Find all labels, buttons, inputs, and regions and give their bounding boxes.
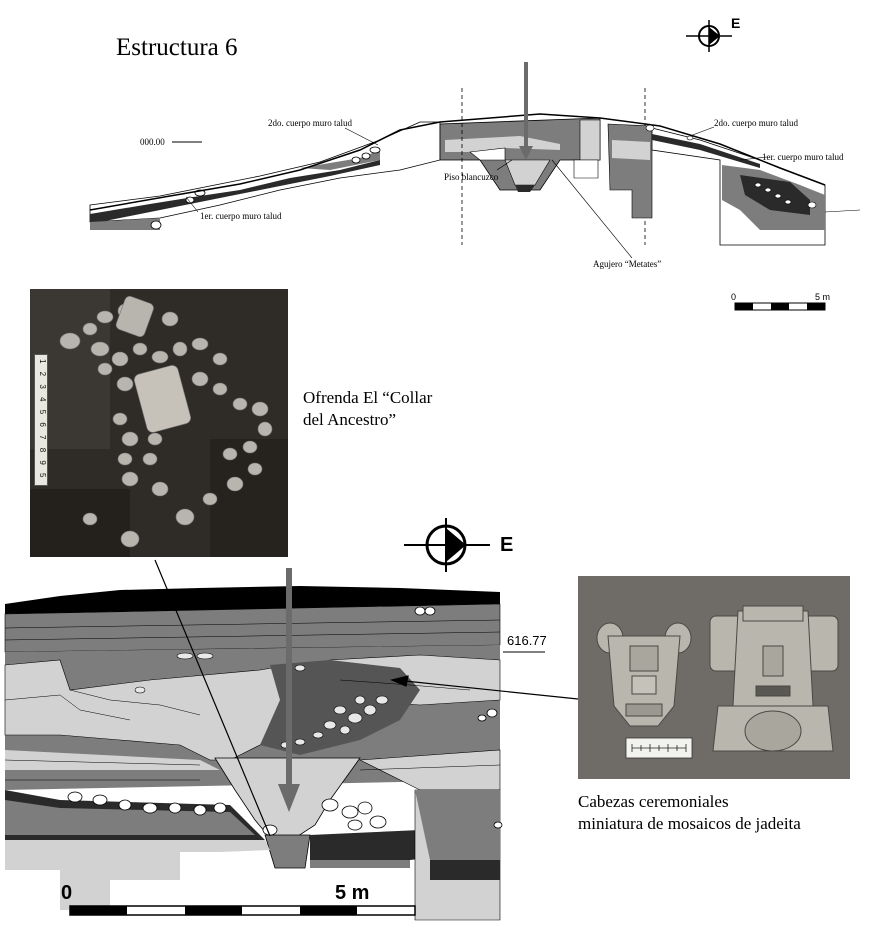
section-scale-start: 0 [61,882,73,904]
profile-scale-start: 0 [731,292,737,302]
section-scale-end: 5 m [335,882,370,904]
heads-caption-line2: miniatura de mosaicos de jadeita [578,814,801,833]
elevation-label: 616.77 [507,633,547,648]
down-arrow-icon-2 [278,568,300,812]
profile-scale-end: 5 m [815,292,831,302]
page-title: Estructura 6 [116,34,238,61]
label-east-lower: 1er. cuerpo muro talud [762,152,844,162]
offering-caption-line1: Ofrenda El “Collar [303,388,433,407]
leader-lines [185,126,768,259]
profile-east-blocks [573,119,861,246]
down-arrow-icon [519,62,533,160]
section-scale-bar [69,905,416,916]
offering-caption-line2: del Ancestro” [303,410,396,429]
offering-photo: 1 2 3 4 5 6 7 8 9 5 [30,289,288,557]
profile-scale-bar [734,302,826,311]
label-west-lower: 1er. cuerpo muro talud [200,211,282,221]
label-floor: Piso blancuzco [444,172,499,182]
label-west-upper: 2do. cuerpo muro talud [268,118,352,128]
section-stones [67,606,503,836]
surface-line [89,113,826,211]
compass-label: E [731,15,741,31]
jade-heads-photo [578,576,850,779]
label-east-upper: 2do. cuerpo muro talud [714,118,798,128]
profile-drawing [89,20,861,311]
profile-west-mound [89,121,441,230]
leader-lines-2 [154,559,579,837]
label-hole: Agujero “Metates” [593,259,662,269]
section-artefacts [134,652,389,749]
section-layers [4,586,501,921]
compass-label-2: E [500,534,514,556]
north-arrow-icon [686,20,732,52]
photo-ruler: 1 2 3 4 5 6 7 8 9 5 [34,354,48,486]
heads-caption-line1: Cabezas ceremoniales [578,792,729,811]
datum-label: 000.00 [140,137,165,147]
north-arrow-icon-2 [404,518,490,572]
